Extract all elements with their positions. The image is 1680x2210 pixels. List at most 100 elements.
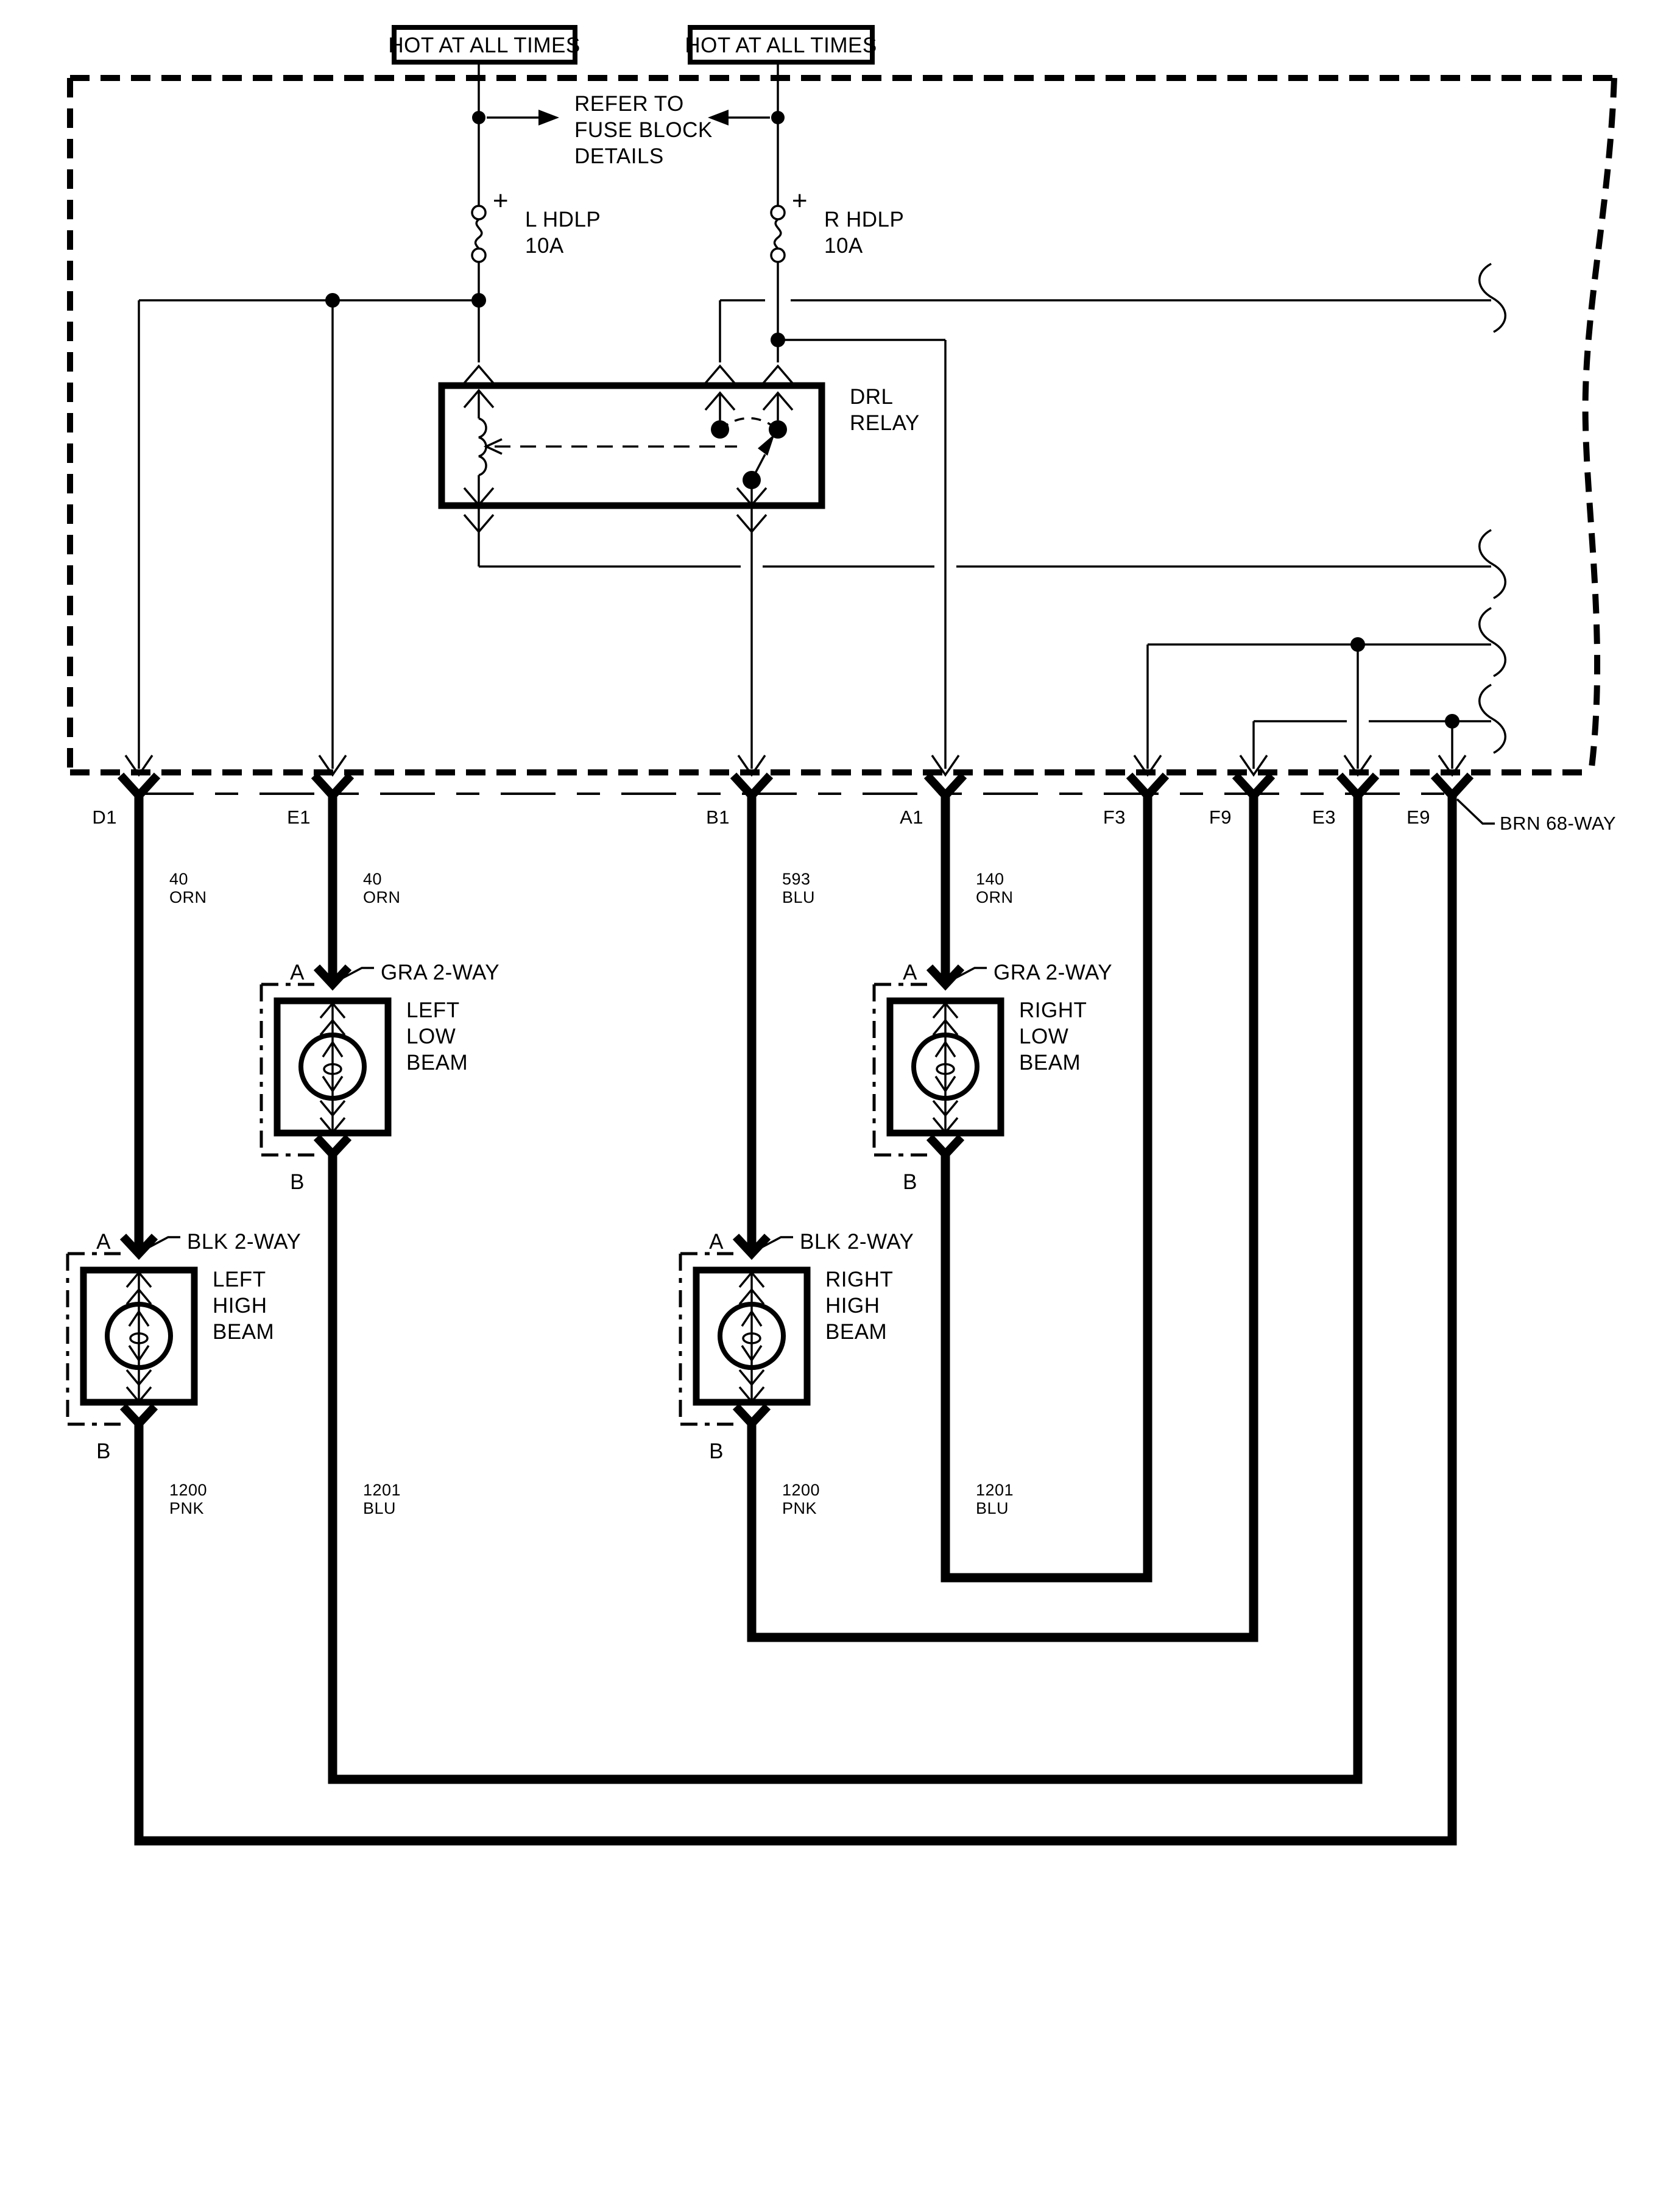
pin-b-label: B	[96, 1439, 111, 1463]
pin-a-label: A	[96, 1230, 111, 1254]
wire-label: BLU	[782, 888, 815, 906]
off-page-break-symbol	[1478, 607, 1507, 677]
fuse-block-note: REFER TO FUSE BLOCK DETAILS	[472, 92, 785, 168]
fuse-bottom-terminal	[770, 247, 786, 263]
fuse-top-terminal	[770, 205, 786, 221]
connector-label: GRA 2-WAY	[381, 961, 499, 984]
lamp-title-line2: LOW	[406, 1025, 456, 1048]
fuse-name: L HDLP	[525, 208, 601, 231]
hot-label-left: HOT AT ALL TIMES	[388, 34, 580, 57]
fuse-element-icon	[474, 218, 483, 250]
wire-labels-upper: 40 ORN 40 ORN 593 BLU 140 ORN	[169, 870, 1014, 906]
off-page-break-symbol	[1478, 529, 1507, 599]
fuse-l-hdlp: + L HDLP 10A	[471, 62, 601, 263]
relay-pin-arrow-bottom	[463, 506, 495, 533]
contact-leads	[719, 393, 779, 420]
hot-at-all-times-box-left	[392, 25, 577, 65]
lamp-title-line3: BEAM	[406, 1051, 468, 1075]
fuse-name: R HDLP	[824, 208, 904, 231]
fuse-bottom-terminal	[471, 247, 487, 263]
wire-1201-blu-right-to-f3	[941, 794, 1152, 1583]
pin-label-f3: F3	[1103, 807, 1126, 828]
wire-label: 1201	[976, 1481, 1014, 1499]
wire-label: BLU	[976, 1499, 1009, 1517]
plus-sign: +	[493, 186, 509, 216]
coil-return-line	[478, 532, 1491, 568]
left-arrowhead-icon	[708, 110, 729, 125]
circuit-wires	[134, 794, 1457, 1846]
contact-dot	[769, 420, 787, 439]
power-source-left: HOT AT ALL TIMES	[388, 25, 580, 65]
fuse-r-hdlp: + R HDLP 10A	[770, 62, 904, 263]
harness-drops	[124, 300, 1467, 776]
hot-label-right: HOT AT ALL TIMES	[685, 34, 877, 57]
connector-name-leader	[1456, 798, 1495, 825]
wire-label: 40	[363, 870, 382, 888]
switch-arm	[750, 454, 766, 481]
fuse-note-line1: REFER TO	[574, 92, 684, 116]
wire-1200-pnk-left-to-e9	[134, 794, 1457, 1846]
right-arrowhead-icon	[538, 110, 559, 125]
pin-label-e3: E3	[1312, 807, 1336, 828]
pin-label-b1: B1	[706, 807, 730, 828]
wire-label: PNK	[782, 1499, 817, 1517]
relay-housing	[438, 382, 825, 509]
lamp-symbol	[261, 967, 388, 1155]
lamp-symbol	[68, 1237, 194, 1424]
connector-name-label: BRN 68-WAY	[1500, 813, 1616, 834]
wire-label: 1201	[363, 1481, 401, 1499]
lamp-title-line3: BEAM	[1019, 1051, 1081, 1075]
connector-label: GRA 2-WAY	[994, 961, 1112, 984]
lamp-symbol	[874, 967, 1001, 1155]
wire-label: ORN	[976, 888, 1014, 906]
power-source-right: HOT AT ALL TIMES	[685, 25, 877, 65]
fuse-element-icon	[773, 218, 782, 250]
off-page-break-symbol	[1478, 263, 1507, 333]
pin-a-label: A	[903, 961, 917, 984]
lamp-title-line3: BEAM	[213, 1320, 274, 1344]
actuation-arrowhead	[483, 438, 503, 455]
relay-label-line2: RELAY	[850, 411, 920, 435]
drl-relay: DRL RELAY	[438, 365, 920, 533]
lamp-title-line1: LEFT	[213, 1268, 266, 1291]
pin-a-label: A	[709, 1230, 724, 1254]
pin-b-label: B	[709, 1439, 724, 1463]
boundary-right-torn-edge	[1582, 77, 1617, 773]
pin-a-label: A	[290, 961, 305, 984]
wire-label: BLU	[363, 1499, 396, 1517]
wire-label: ORN	[363, 888, 401, 906]
wire-label: 1200	[169, 1481, 207, 1499]
lamp-title-line1: LEFT	[406, 998, 460, 1022]
lamp-symbol	[680, 1237, 807, 1424]
switch-bottom-arrow	[736, 487, 768, 506]
fuse-block-boundary	[67, 75, 1617, 775]
relay-pin-arrow	[704, 365, 736, 384]
fuse-top-terminal	[471, 205, 487, 221]
wire-1201-blu-left-to-e3	[328, 794, 1363, 1784]
pin-label-e1: E1	[287, 807, 311, 828]
lamp-right-high-beam: A BLK 2-WAY RIGHT HIGH BEAM B	[680, 1230, 914, 1463]
fuse-rating: 10A	[525, 234, 564, 258]
wire-label: 1200	[782, 1481, 820, 1499]
contact-dashed-arc	[719, 417, 779, 431]
relay-pin-arrow-bottom	[736, 506, 768, 533]
off-page-break-symbol	[1478, 683, 1507, 754]
switch-arm-arrowhead	[758, 434, 775, 456]
wire-labels-lower: 1200 PNK 1201 BLU 1200 PNK 1201 BLU	[169, 1481, 1014, 1517]
lamp-left-high-beam: A BLK 2-WAY LEFT HIGH BEAM B	[68, 1230, 301, 1463]
brn-68-way-connector: D1 E1 B1 A1 F3 F9 E3 E9 BRN 68-WAY	[92, 775, 1616, 834]
relay-pin-arrow	[762, 365, 794, 384]
lamp-title-line1: RIGHT	[1019, 998, 1087, 1022]
wire-label: ORN	[169, 888, 207, 906]
lamp-right-low-beam: A GRA 2-WAY RIGHT LOW BEAM B	[874, 961, 1112, 1194]
wire-1200-pnk-right-to-f9	[747, 794, 1258, 1642]
lamp-title-line2: HIGH	[213, 1294, 267, 1318]
pin-label-a1: A1	[900, 807, 923, 828]
relay-label-line1: DRL	[850, 385, 894, 409]
connector-label: BLK 2-WAY	[187, 1230, 301, 1254]
pin-label-d1: D1	[92, 807, 117, 828]
lamp-left-low-beam: A GRA 2-WAY LEFT LOW BEAM B	[261, 961, 499, 1194]
pin-label-e9: E9	[1406, 807, 1430, 828]
wire-label: 140	[976, 870, 1004, 888]
